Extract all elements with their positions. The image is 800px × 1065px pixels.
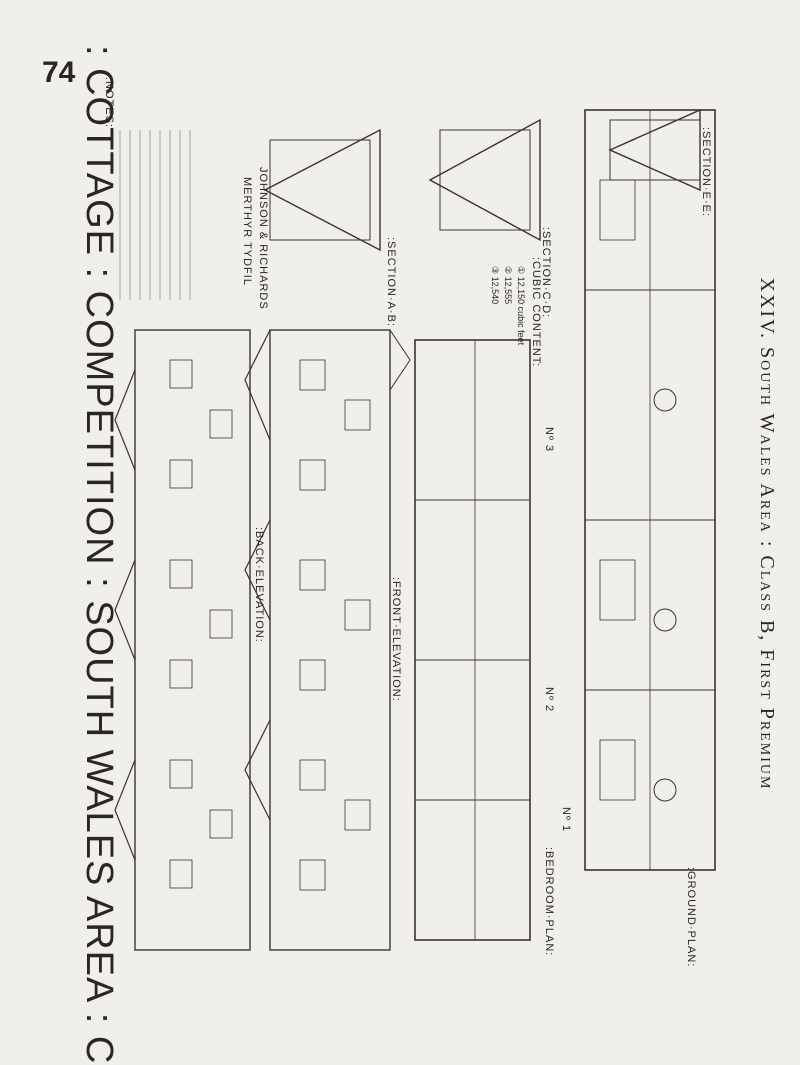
ground-plan-drawing <box>584 109 716 871</box>
cubic-content-row: ③ 12,540 <box>490 266 500 305</box>
running-head: XXIV. South Wales Area : Class B, First … <box>756 277 778 791</box>
label-ground-plan: :GROUND·PLAN: <box>685 867 697 968</box>
house-number-3: Nº 3 <box>543 427 555 453</box>
label-bedroom-plan: :BEDROOM·PLAN: <box>543 847 555 957</box>
house-number-2: Nº 2 <box>543 687 555 713</box>
house-number-1: Nº 1 <box>560 807 572 833</box>
cubic-content-row: ① 12,150 cubic feet <box>516 266 526 346</box>
back-elevation-drawing <box>114 329 251 951</box>
notes-block <box>119 130 191 300</box>
label-front-elevation: :FRONT·ELEVATION: <box>390 577 402 702</box>
sheet-title: : COTTAGE : COMPETITION : SOUTH WALES AR… <box>78 45 120 1065</box>
label-section-ee: :SECTION·E·E: <box>700 127 712 218</box>
cubic-content-row: ② 12,555 <box>503 266 513 305</box>
architects-location: MERTHYR TYDFIL <box>241 177 253 286</box>
front-elevation-drawing <box>244 329 411 951</box>
cubic-content-heading: :CUBIC CONTENT: <box>530 257 542 368</box>
architects-name: JOHNSON & RICHARDS <box>257 167 269 310</box>
page-number: 74 <box>42 56 76 89</box>
sections-drawing <box>263 108 701 252</box>
notes-heading: :NOTES: <box>103 77 115 129</box>
label-section-ab: :SECTION·A·B: <box>385 237 397 328</box>
label-back-elevation: :BACK·ELEVATION: <box>253 527 265 643</box>
bedroom-plan-drawing <box>414 339 531 941</box>
